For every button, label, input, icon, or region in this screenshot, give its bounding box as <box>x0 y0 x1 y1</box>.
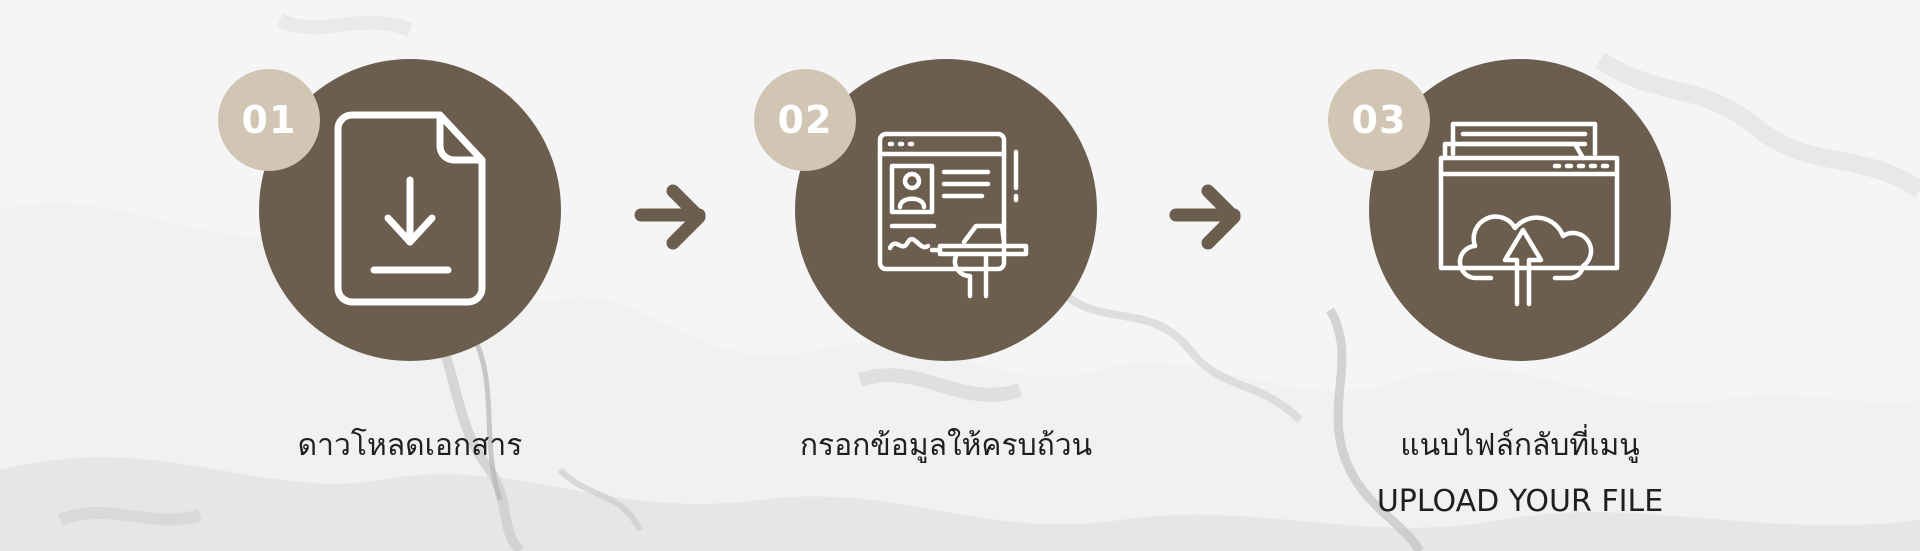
step-2-number-badge: 02 <box>754 69 856 171</box>
step-3-number-badge: 03 <box>1328 69 1430 171</box>
document-download-icon <box>334 111 486 306</box>
step-3-label-thai: แนบไฟล์กลับที่เมนู <box>1400 428 1640 463</box>
step-3-label: แนบไฟล์กลับที่เมนู UPLOAD YOUR FILE <box>1310 418 1730 530</box>
step-3-label-english: UPLOAD YOUR FILE <box>1376 484 1664 519</box>
step-1: 01 ดาวโหลดเอกสาร <box>200 0 620 551</box>
step-1-number-badge: 01 <box>218 69 320 171</box>
step-2: 02 กรอกข้อมูลให้ครบถ้วน <box>736 0 1156 551</box>
form-fill-icon <box>877 131 1029 299</box>
step-2-label: กรอกข้อมูลให้ครบถ้วน <box>799 428 1093 463</box>
folder-cloud-upload-icon <box>1438 121 1620 307</box>
arrow-right-icon <box>1169 184 1241 250</box>
arrow-right-icon <box>634 184 706 250</box>
step-3: 03 แนบไฟล์กลับที่เมนู UPLOAD YOUR FILE <box>1310 0 1730 551</box>
step-1-label: ดาวโหลดเอกสาร <box>297 428 523 463</box>
